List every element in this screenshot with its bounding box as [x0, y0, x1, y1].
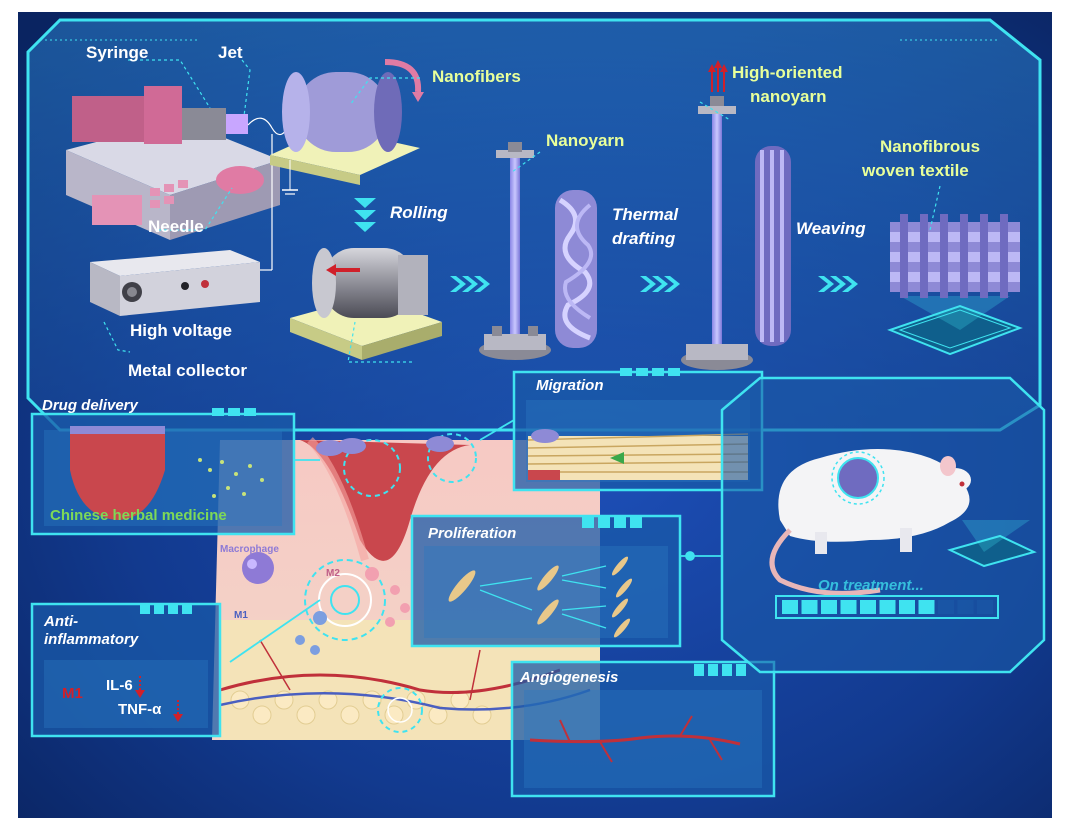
label-rolling: Rolling: [390, 203, 448, 222]
leader-lines-top: [103, 59, 941, 363]
flow-arrows-2: [640, 276, 680, 292]
progress-segment: [840, 600, 857, 614]
progress-segment: [782, 600, 798, 614]
nanoyarn-stand: [479, 142, 597, 360]
label-high-voltage: High voltage: [130, 321, 232, 340]
label-angiogenesis: Angiogenesis: [519, 669, 618, 686]
metal-collector: [290, 248, 442, 360]
label-syringe: Syringe: [86, 43, 148, 62]
drug-delivery-panel: [30, 412, 296, 536]
progress-segment: [821, 600, 837, 614]
label-migration: Migration: [536, 377, 604, 394]
progress-segment: [860, 600, 876, 614]
label-textile-line2: woven textile: [861, 161, 969, 180]
label-anti-line2: inflammatory: [44, 631, 139, 648]
label-tnf: TNF-α: [118, 701, 162, 718]
label-drug-delivery: Drug delivery: [42, 397, 139, 414]
label-textile-line1: Nanofibrous: [880, 137, 980, 156]
label-m1: M1: [62, 685, 83, 702]
label-thermal-line1: Thermal: [612, 205, 679, 224]
angiogenesis-panel: [510, 660, 776, 798]
progress-segment: [899, 600, 915, 614]
flow-arrows-1: [450, 276, 490, 292]
label-nanoyarn: Nanoyarn: [546, 131, 624, 150]
treatment-progress: [775, 595, 999, 619]
progress-segment: [957, 600, 974, 614]
label-m2-small: M2: [326, 568, 340, 579]
progress-segment: [801, 600, 818, 614]
label-jet: Jet: [218, 43, 243, 62]
rolling-arrows: [354, 198, 376, 232]
label-needle: Needle: [148, 217, 204, 236]
label-oriented-line1: High-oriented: [732, 63, 843, 82]
rotating-drum: [270, 59, 424, 195]
rat-treatment-panel: [720, 376, 1046, 674]
migration-panel: [512, 370, 764, 492]
label-anti-line1: Anti-: [43, 613, 78, 630]
label-proliferation: Proliferation: [428, 525, 516, 542]
oriented-nanoyarn-stand: [681, 60, 791, 370]
label-thermal-line2: drafting: [612, 229, 676, 248]
woven-textile: [887, 214, 1023, 356]
progress-segment: [938, 600, 954, 614]
proliferation-panel: [410, 514, 682, 648]
label-il6: IL-6: [106, 677, 133, 694]
flow-arrows-3: [818, 276, 858, 292]
label-oriented-line2: nanoyarn: [750, 87, 827, 106]
label-treatment: On treatment...: [818, 577, 924, 594]
progress-segment: [879, 600, 896, 614]
label-metal-collector: Metal collector: [128, 361, 247, 380]
progress-segment: [918, 600, 935, 614]
syringe-pump: [66, 86, 293, 240]
label-macrophage: Macrophage: [220, 544, 279, 555]
label-herbal: Chinese herbal medicine: [50, 507, 227, 524]
high-voltage-box: [90, 134, 273, 316]
connector-lines: [229, 419, 722, 663]
label-weaving: Weaving: [796, 219, 866, 238]
progress-segments: [782, 600, 993, 614]
decor-bars: [140, 368, 746, 676]
label-nanofibers: Nanofibers: [432, 67, 521, 86]
label-m1-small: M1: [234, 610, 248, 621]
progress-segment: [977, 600, 993, 614]
anti-inflammatory-panel: [30, 602, 222, 738]
